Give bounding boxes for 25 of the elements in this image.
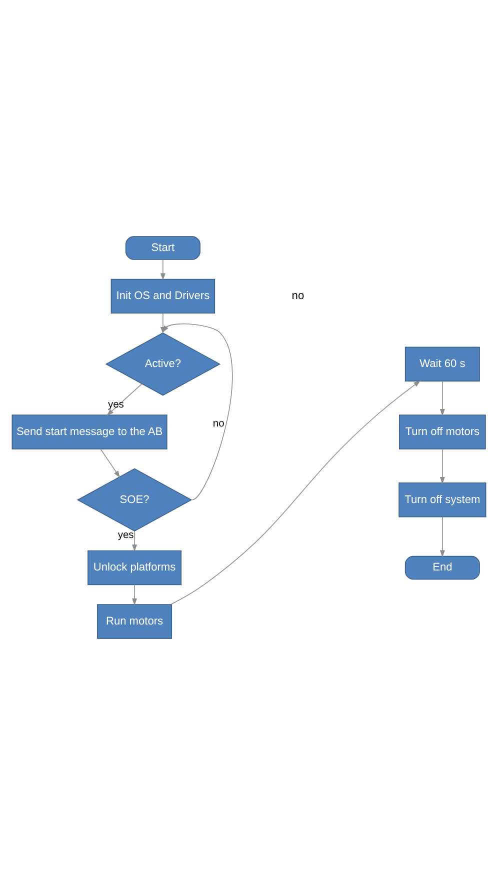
arrow [439, 380, 444, 416]
node-box: Start [124, 236, 200, 260]
arrow [106, 383, 142, 416]
arrow [439, 448, 444, 484]
edge-label: yes [117, 530, 134, 541]
arrow [160, 258, 165, 280]
arrow [132, 584, 137, 605]
node-box: Unlock platforms [87, 550, 181, 585]
node-box: Wait 60 s [404, 346, 480, 381]
node-box: Init OS and Drivers [110, 278, 215, 314]
node-box: End [404, 555, 480, 580]
arrow [170, 380, 420, 604]
node-box: Send start message to the AB [11, 414, 167, 449]
arrow [439, 516, 444, 557]
label: no [291, 290, 304, 302]
arrow [162, 322, 232, 500]
node-box: Turn off motors [398, 414, 486, 449]
edge-label: no [212, 418, 224, 430]
node-box: Run motors [96, 604, 172, 638]
node-diamond: SOE? [76, 468, 192, 531]
node-box: Turn off system [398, 482, 486, 517]
arrow [100, 448, 120, 478]
edge-label: yes [107, 399, 124, 410]
node-diamond: Active? [104, 332, 220, 396]
arrow [132, 530, 137, 552]
